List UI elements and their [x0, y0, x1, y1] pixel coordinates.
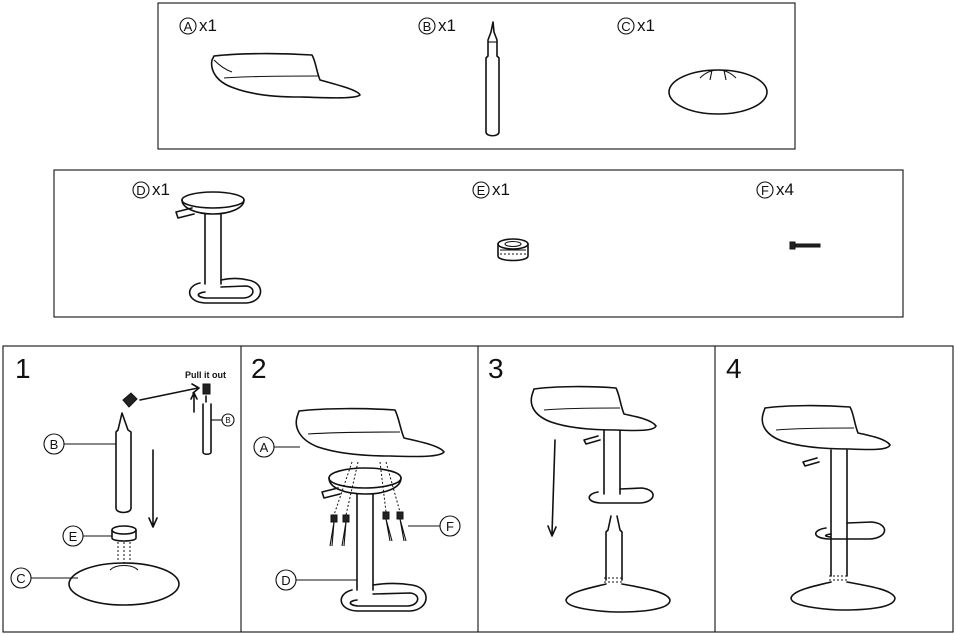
svg-text:x4: x4 — [776, 180, 794, 199]
svg-text:F: F — [761, 183, 769, 198]
gas-cylinder-illustration — [485, 21, 500, 137]
svg-text:E: E — [69, 529, 78, 544]
part-f-label: F x4 — [756, 180, 794, 199]
column-footrest-illustration — [175, 191, 262, 304]
step-number: 4 — [726, 353, 742, 384]
svg-text:x1: x1 — [492, 180, 510, 199]
svg-text:x1: x1 — [438, 16, 456, 35]
svg-text:D: D — [136, 183, 145, 198]
step-2-illustration: A F D — [253, 407, 461, 612]
parts-box-top — [157, 2, 796, 150]
svg-text:A: A — [184, 19, 193, 34]
screw-illustration — [789, 241, 821, 250]
part-c-label: C x1 — [617, 16, 655, 35]
seat-illustration — [210, 52, 361, 99]
svg-text:D: D — [281, 573, 290, 588]
svg-text:C: C — [621, 19, 630, 34]
step-number: 2 — [251, 353, 267, 384]
svg-text:A: A — [260, 440, 269, 455]
svg-text:B: B — [225, 416, 230, 425]
base-illustration — [668, 69, 768, 115]
svg-text:x1: x1 — [199, 16, 217, 35]
part-d-label: D x1 — [132, 180, 170, 199]
svg-text:B: B — [423, 19, 432, 34]
step-3-illustration — [530, 385, 671, 613]
svg-text:B: B — [50, 437, 59, 452]
ring-illustration — [497, 238, 529, 262]
svg-text:x1: x1 — [152, 180, 170, 199]
parts-box-bottom — [53, 169, 904, 318]
part-a-label: A x1 — [179, 16, 217, 35]
step-4-illustration — [761, 404, 896, 611]
svg-text:E: E — [477, 183, 486, 198]
svg-text:x1: x1 — [637, 16, 655, 35]
step-number: 1 — [15, 353, 31, 384]
svg-text:C: C — [16, 571, 25, 586]
svg-text:F: F — [446, 519, 454, 534]
part-e-label: E x1 — [472, 180, 510, 199]
step-1-illustration: Pull it out B B E C — [10, 370, 235, 606]
step-number: 3 — [488, 353, 504, 384]
part-b-label: B x1 — [418, 16, 456, 35]
pull-it-out-note: Pull it out — [185, 370, 226, 380]
